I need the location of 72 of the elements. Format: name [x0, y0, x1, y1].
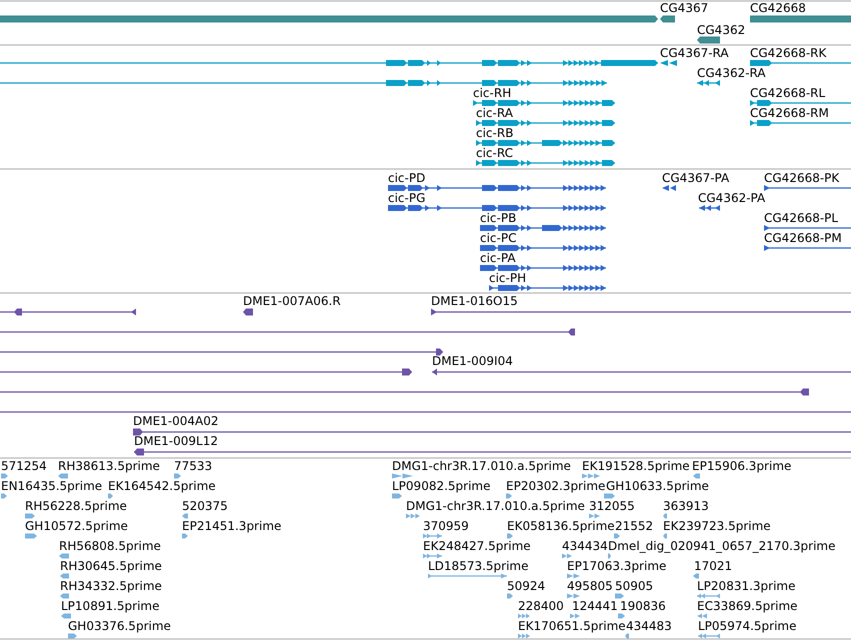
est-label: EK058136.5prime [507, 520, 615, 532]
transcript-label: CG42668-RM [750, 107, 829, 119]
protein-label: cic-PD [388, 172, 426, 184]
transcript-label: CG4362-RA [697, 67, 766, 79]
est-label: 571254 [1, 460, 47, 472]
est-label: RH56808.5prime [59, 540, 161, 552]
est-label: 434483 [626, 620, 672, 632]
est-label: EN16435.5prime [1, 480, 102, 492]
clone-label: DME1-016O15 [431, 295, 518, 307]
est-label: RH34332.5prime [60, 580, 162, 592]
protein-label: cic-PG [388, 192, 426, 204]
est-label: EK170651.5prime [518, 620, 626, 632]
est-label: RH30645.5prime [60, 560, 162, 572]
est-label: LP10891.5prime [61, 600, 160, 612]
transcript-label: cic-RA [476, 107, 513, 119]
gene-label: CG4367 [660, 2, 708, 14]
gene-label: CG4362 [697, 24, 746, 36]
protein-label: cic-PC [480, 232, 516, 244]
est-label: DMG1-chr3R.17.010.a.5prime [406, 500, 585, 512]
est-label: EP21451.3prime [182, 520, 282, 532]
est-label: 370959 [423, 520, 469, 532]
est-label: 17021 [694, 560, 732, 572]
est-label: 124441 [572, 600, 618, 612]
transcript-label: cic-RH [473, 87, 512, 99]
est-label: EK191528.5prime [582, 460, 690, 472]
protein-label: CG4367-PA [662, 172, 730, 184]
transcript-label: CG42668-RL [750, 87, 826, 99]
est-label: 50924 [507, 580, 546, 592]
est-label: 434434 [562, 540, 608, 552]
est-label: GH10633.5prime [606, 480, 709, 492]
est-label: DMG1-chr3R.17.010.a.5prime [392, 460, 571, 472]
clone-label: DME1-004A02 [133, 415, 219, 427]
transcript-label: cic-RC [476, 147, 513, 159]
protein-label: CG42668-PM [764, 232, 842, 244]
est-label: 21552 [615, 520, 654, 532]
est-label: LP05974.5prime [698, 620, 797, 632]
est-label: LP09082.5prime [392, 480, 491, 492]
est-label: EK164542.5prime [108, 480, 216, 492]
transcript-label: CG42668-RK [750, 47, 826, 59]
est-label: 77533 [174, 460, 212, 472]
est-label: EK239723.5prime [663, 520, 771, 532]
est-label: EP20302.3prime [506, 480, 606, 492]
est-label: EP15906.3prime [692, 460, 792, 472]
est-label: 190836 [620, 600, 666, 612]
protein-label: CG42668-PK [764, 172, 840, 184]
est-label: EK248427.5prime [423, 540, 531, 552]
clone-label: DME1-007A06.R [243, 295, 341, 307]
est-label: RH38613.5prime [58, 460, 160, 472]
transcript-label: CG4367-RA [660, 47, 729, 59]
est-label: 50905 [615, 580, 654, 592]
protein-label: cic-PH [489, 272, 526, 284]
est-label: 495805 [567, 580, 613, 592]
est-label: Dmel_dig_020941_0657_2170.3prime [608, 540, 836, 552]
est-label: LP20831.3prime [697, 580, 796, 592]
protein-label: CG42668-PL [764, 212, 838, 224]
protein-label: cic-PA [480, 252, 516, 264]
protein-label: cic-PB [480, 212, 516, 224]
est-label: 363913 [663, 500, 709, 512]
est-label: LD18573.5prime [428, 560, 529, 572]
est-label: 312055 [589, 500, 635, 512]
est-label: GH03376.5prime [68, 620, 171, 632]
clone-label: DME1-009L12 [134, 435, 218, 447]
gene-label: CG42668 [750, 2, 806, 14]
est-label: GH10572.5prime [25, 520, 128, 532]
est-label: RH56228.5prime [25, 500, 127, 512]
transcript-label: cic-RB [476, 127, 514, 139]
est-label: 520375 [182, 500, 228, 512]
clone-label: DME1-009I04 [432, 355, 513, 367]
est-label: EC33869.5prime [697, 600, 798, 612]
protein-label: CG4362-PA [698, 192, 766, 204]
est-label: 228400 [518, 600, 564, 612]
est-label: EP17063.3prime [567, 560, 666, 572]
